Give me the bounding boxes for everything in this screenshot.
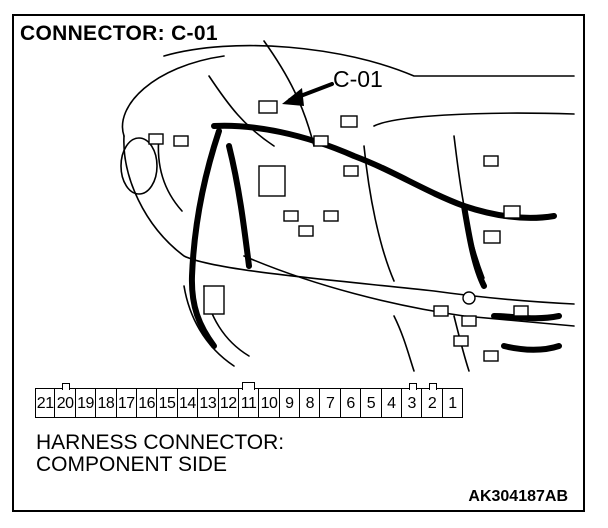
pin-21: 21 [35, 388, 56, 418]
pin-4: 4 [381, 388, 403, 418]
pin-18: 18 [96, 388, 117, 418]
pin-19: 19 [75, 388, 97, 418]
pin-6: 6 [340, 388, 362, 418]
pin-11: 11 [238, 382, 260, 418]
pin-12: 12 [218, 388, 239, 418]
dashboard-harness-illustration [120, 40, 575, 372]
caption: HARNESS CONNECTOR: COMPONENT SIDE [36, 432, 284, 476]
diagram-frame [12, 14, 585, 512]
dashboard-outline [163, 44, 575, 77]
pin-15: 15 [157, 388, 178, 418]
pin-14: 14 [177, 388, 199, 418]
caption-line-2: COMPONENT SIDE [36, 453, 227, 476]
pin-2: 2 [422, 383, 443, 418]
harness-drop [188, 128, 222, 349]
pin-17: 17 [116, 388, 137, 418]
pin-9: 9 [279, 388, 301, 418]
pin-3: 3 [402, 383, 423, 418]
diagram-title: CONNECTOR: C-01 [20, 22, 218, 45]
pin-5: 5 [361, 388, 382, 418]
pin-7: 7 [320, 388, 341, 418]
harness-main [211, 122, 557, 221]
pin-16: 16 [136, 388, 158, 418]
reference-code: AK304187AB [468, 488, 568, 505]
pin-20: 20 [55, 383, 76, 418]
caption-line-1: HARNESS CONNECTOR: [36, 431, 285, 454]
connector-c01 [258, 100, 278, 114]
callout-arrow [282, 82, 334, 106]
pin-1: 1 [442, 388, 464, 418]
pin-13: 13 [198, 388, 219, 418]
callout-label: C-01 [333, 66, 383, 92]
pin-10: 10 [259, 388, 280, 418]
pin-8: 8 [300, 388, 321, 418]
